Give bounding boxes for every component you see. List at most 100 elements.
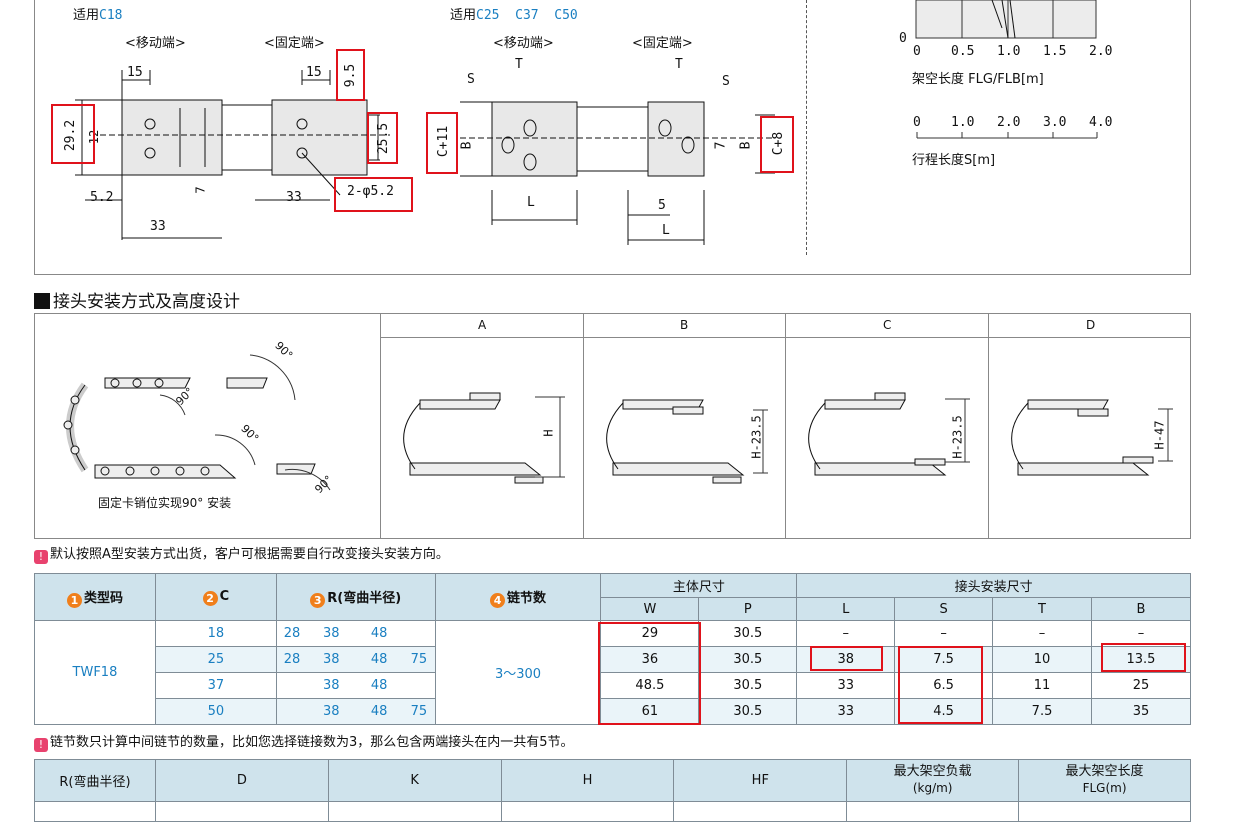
r-cell: 75 xyxy=(403,698,436,725)
mount-d-diagram xyxy=(1011,399,1173,476)
header-t: T xyxy=(992,597,1092,621)
p-cell: 30.5 xyxy=(698,698,798,725)
r-cell: 48 xyxy=(355,672,404,699)
l-cell: 38 xyxy=(796,646,896,673)
header-p: P xyxy=(698,597,798,621)
panel-divider xyxy=(380,313,381,539)
note-link-count: !链节数只计算中间链节的数量，比如您选择链接数为3，那么包含两端接头在内一共有5… xyxy=(34,731,574,752)
s-cell: 6.5 xyxy=(894,672,994,699)
dim-l-right: L xyxy=(662,223,670,238)
dim-33-right: 33 xyxy=(286,190,302,205)
highlight-s-column xyxy=(898,646,983,724)
mount-c-diagram xyxy=(808,392,970,476)
highlight-29-2 xyxy=(51,104,95,164)
type-cell: TWF18 xyxy=(34,620,156,725)
b-cell: 25 xyxy=(1090,672,1192,699)
header-h: H xyxy=(500,759,675,802)
r-cell: 28 xyxy=(275,620,308,647)
r-cell: 38 xyxy=(307,620,356,647)
frame-divider xyxy=(806,0,807,255)
right-drawing-title: 适用C25 C37 C50 xyxy=(450,8,578,23)
highlight-b-13-5 xyxy=(1101,643,1186,672)
mount-a-diagram xyxy=(403,392,565,484)
r-cell: 48 xyxy=(355,698,404,725)
left-moving-end: <移动端> xyxy=(125,36,186,51)
highlight-9-5 xyxy=(336,49,365,101)
chain-rotation-illustration xyxy=(63,354,331,491)
header-max-load: 最大架空负载(kg/m) xyxy=(846,759,1020,802)
header-d: D xyxy=(154,759,329,802)
dim-15-left: 15 xyxy=(127,65,143,80)
height-d: H-47 xyxy=(1152,420,1167,450)
drawing-frame xyxy=(34,0,1191,275)
graph-x-label-2: 行程长度S[m] xyxy=(912,153,996,168)
highlight-w-column xyxy=(598,622,701,725)
s-cell: – xyxy=(894,620,994,647)
info-icon: ! xyxy=(34,550,48,564)
table-row: 25 28 38 48 75 36 30.5 38 7.5 10 13.5 xyxy=(34,646,1192,673)
r-cell xyxy=(403,672,436,699)
header-k: K xyxy=(327,759,502,802)
dim-hole-spec: 2-φ5.2 xyxy=(347,184,394,199)
r-cell: 48 xyxy=(355,646,404,673)
highlight-hole-spec xyxy=(334,177,413,212)
links-cell: 3～300 xyxy=(434,620,602,725)
dim-t-right: T xyxy=(675,57,683,72)
b-cell: 35 xyxy=(1090,698,1192,725)
c-cell: 18 xyxy=(154,620,277,647)
p-cell: 30.5 xyxy=(698,672,798,699)
dim-b-right: B xyxy=(738,141,754,150)
section-title: 接头安装方式及高度设计 xyxy=(34,287,240,312)
l-cell: 33 xyxy=(796,672,896,699)
r-cell: 75 xyxy=(403,646,436,673)
dim-5-2: 5.2 xyxy=(90,190,114,205)
height-c: H-23.5 xyxy=(950,415,965,459)
dim-t-left: T xyxy=(515,57,523,72)
left-drawing-title: 适用C18 xyxy=(73,8,123,23)
r-cell: 28 xyxy=(275,646,308,673)
r-cell: 48 xyxy=(355,620,404,647)
column-a-label: A xyxy=(478,318,487,332)
column-b-label: B xyxy=(680,318,689,332)
c25-drawing xyxy=(460,101,775,245)
c-cell: 37 xyxy=(154,672,277,699)
dim-5: 5 xyxy=(658,198,666,213)
right-fixed-end: <固定端> xyxy=(632,36,693,51)
dim-l-left: L xyxy=(527,195,535,210)
s-cell: 4.5 xyxy=(894,698,994,725)
r-cell: 38 xyxy=(307,698,356,725)
header-main-dims: 主体尺寸 xyxy=(600,573,798,598)
header-joint-dims: 接头安装尺寸 xyxy=(796,573,1191,598)
header-l: L xyxy=(796,597,896,621)
r-cell: 38 xyxy=(307,672,356,699)
info-icon: ! xyxy=(34,738,48,752)
rotation-caption: 固定卡销位实现90° 安装 xyxy=(98,496,232,510)
column-d-label: D xyxy=(1086,318,1096,332)
header-hf: HF xyxy=(673,759,848,802)
dim-7: 7 xyxy=(193,186,208,194)
dim-33-left: 33 xyxy=(150,219,166,234)
mounting-panel xyxy=(34,313,1191,539)
column-c-label: C xyxy=(883,318,892,332)
table-row: TWF18 18 28 38 48 3～300 29 30.5 – – – – xyxy=(34,620,1192,725)
p-cell: 30.5 xyxy=(698,620,798,647)
header-w: W xyxy=(600,597,700,621)
left-fixed-end: <固定端> xyxy=(264,36,325,51)
c-cell: 25 xyxy=(154,646,277,673)
header-b: B xyxy=(1090,597,1192,621)
height-a: H xyxy=(541,429,556,437)
c-cell: 50 xyxy=(154,698,277,725)
r-cell xyxy=(403,620,436,647)
overhang-graph xyxy=(915,0,1097,39)
highlight-l-38 xyxy=(810,646,883,671)
l-cell: – xyxy=(796,620,896,647)
height-b: H-23.5 xyxy=(749,415,764,459)
panel-divider xyxy=(988,313,989,539)
graph-x-label-1: 架空长度 FLG/FLB[m] xyxy=(912,72,1044,87)
table-row: 50 38 48 75 61 30.5 33 4.5 7.5 35 xyxy=(34,698,1192,725)
